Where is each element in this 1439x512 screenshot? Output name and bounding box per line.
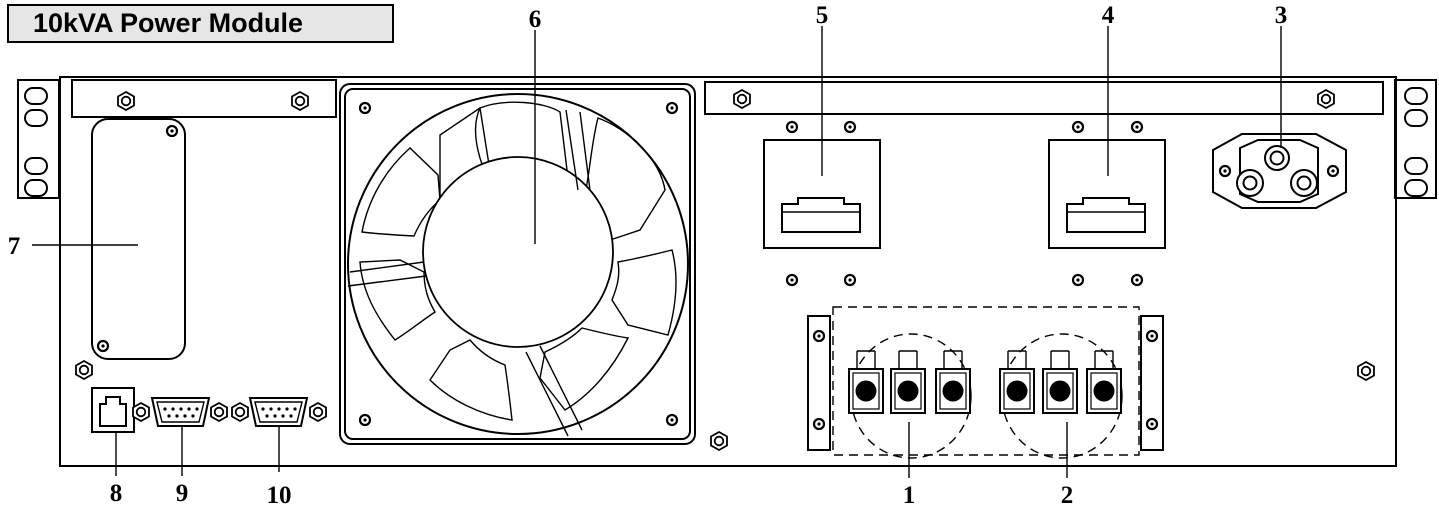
- cooling-fan: [339, 83, 696, 445]
- callout-5: 5: [816, 2, 829, 29]
- callout-1: 1: [903, 482, 916, 509]
- module-title: 10kVA Power Module: [7, 4, 394, 43]
- breaker-4: [1048, 120, 1166, 287]
- callout-7: 7: [8, 233, 21, 260]
- chassis-outline: [59, 76, 1397, 467]
- callout-2: 2: [1061, 482, 1074, 509]
- cover-plate: [91, 118, 186, 360]
- top-left-bracket: [71, 79, 337, 118]
- db9-port-9: [132, 397, 228, 427]
- input-socket: [1212, 133, 1347, 209]
- callout-3: 3: [1275, 2, 1288, 29]
- callout-4: 4: [1102, 2, 1115, 29]
- callout-8: 8: [110, 480, 123, 507]
- callout-6: 6: [529, 6, 542, 33]
- callout-10: 10: [267, 482, 292, 509]
- terminal-block: [807, 306, 1164, 459]
- db9-port-10: [231, 397, 327, 427]
- left-rack-ear: [17, 79, 60, 199]
- callout-9: 9: [176, 480, 189, 507]
- top-right-bracket: [704, 81, 1384, 115]
- rj-port: [91, 387, 135, 433]
- right-rack-ear: [1394, 79, 1437, 199]
